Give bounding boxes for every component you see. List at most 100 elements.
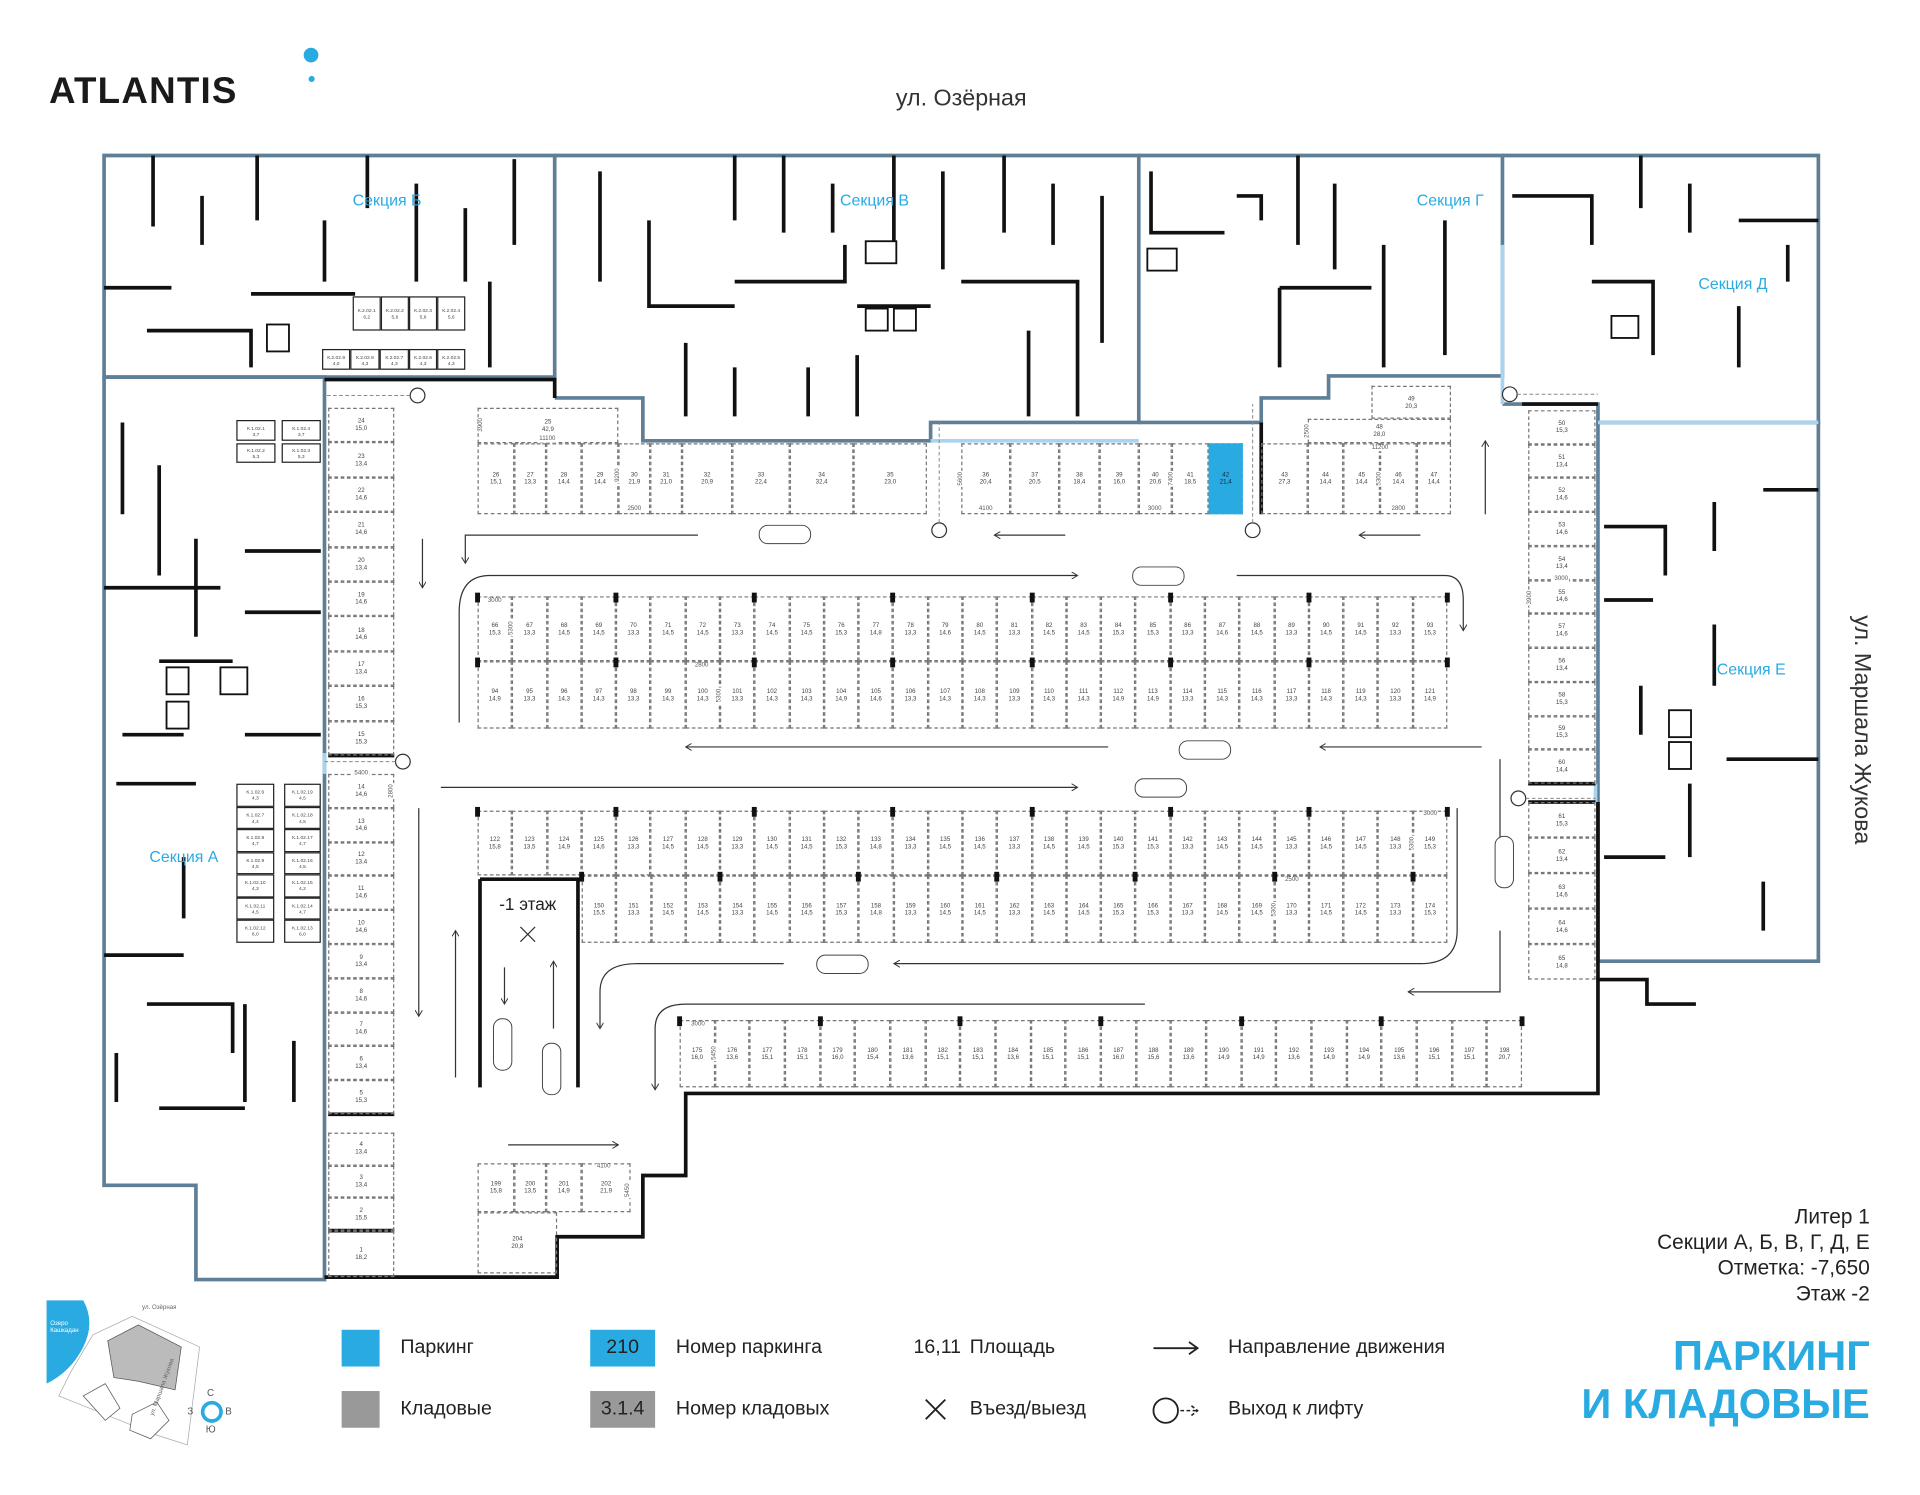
parking-spot[interactable]: 7914,6 xyxy=(927,596,963,662)
parking-spot[interactable]: 5113,4 xyxy=(1528,444,1596,479)
storage-room[interactable]: К.1.02.104,3 xyxy=(236,874,275,897)
parking-spot[interactable]: 4828,0 xyxy=(1307,418,1452,444)
parking-spot[interactable]: 10913,3 xyxy=(997,661,1032,729)
parking-spot[interactable]: 19213,6 xyxy=(1276,1020,1312,1088)
parking-spot[interactable]: 613,4 xyxy=(328,1046,395,1081)
storage-room[interactable]: К.1.02.154,2 xyxy=(284,874,321,897)
parking-spot[interactable]: 4327,3 xyxy=(1261,443,1308,515)
parking-spot[interactable]: 17214,5 xyxy=(1343,875,1379,943)
parking-spot[interactable]: 15814,8 xyxy=(858,875,894,943)
parking-spot[interactable]: 11214,9 xyxy=(1100,661,1136,729)
parking-spot[interactable]: 1713,4 xyxy=(328,651,395,686)
parking-spot[interactable]: 1014,6 xyxy=(328,910,395,945)
parking-spot[interactable]: 10613,3 xyxy=(893,661,928,729)
parking-spot[interactable]: 1314,6 xyxy=(328,807,395,842)
parking-spot[interactable]: 18413,6 xyxy=(995,1020,1031,1088)
storage-room[interactable]: К.1.02.25,3 xyxy=(236,443,276,463)
parking-spot[interactable]: 2214,6 xyxy=(328,477,395,513)
parking-spot[interactable]: 13014,5 xyxy=(754,810,790,876)
parking-spot[interactable]: 11914,3 xyxy=(1343,661,1379,729)
storage-room[interactable]: К.1.02.144,7 xyxy=(284,896,321,920)
storage-room[interactable]: К.1.02.164,5 xyxy=(284,851,321,875)
parking-spot[interactable]: 14614,5 xyxy=(1308,810,1344,876)
parking-spot[interactable]: 11413,3 xyxy=(1170,661,1205,729)
parking-spot[interactable]: 4614,4 xyxy=(1380,443,1417,515)
parking-spot[interactable]: 18315,1 xyxy=(960,1020,996,1088)
parking-spot[interactable]: 8415,3 xyxy=(1100,596,1136,662)
parking-spot[interactable]: 16515,3 xyxy=(1101,875,1136,943)
parking-spot[interactable]: 5514,6 xyxy=(1528,579,1596,614)
parking-spot[interactable]: 313,4 xyxy=(328,1165,395,1198)
storage-room[interactable]: К.2.02.45,6 xyxy=(437,296,466,331)
parking-spot[interactable]: 15015,5 xyxy=(581,875,617,943)
parking-spot[interactable]: 6713,3 xyxy=(512,596,547,662)
parking-spot[interactable]: 1213,4 xyxy=(328,841,395,876)
parking-spot[interactable]: 14213,3 xyxy=(1170,810,1205,876)
parking-spot[interactable]: 14915,3 xyxy=(1412,810,1448,876)
parking-spot[interactable]: 19314,9 xyxy=(1311,1020,1347,1088)
parking-spot[interactable]: 18215,1 xyxy=(925,1020,961,1088)
parking-spot[interactable]: 3620,4 xyxy=(961,443,1011,515)
parking-spot[interactable]: 2814,4 xyxy=(546,443,582,515)
parking-spot[interactable]: 8014,5 xyxy=(962,596,998,662)
storage-room[interactable]: К.1.02.114,5 xyxy=(236,896,275,920)
parking-spot[interactable]: 9014,5 xyxy=(1308,596,1344,662)
parking-spot[interactable]: 11114,3 xyxy=(1066,661,1101,729)
parking-spot[interactable]: 12514,6 xyxy=(581,810,617,876)
parking-spot[interactable]: 5915,3 xyxy=(1528,715,1596,750)
parking-spot[interactable]: 10714,3 xyxy=(927,661,963,729)
parking-spot[interactable]: 19820,7 xyxy=(1486,1020,1523,1088)
parking-spot[interactable]: 2615,1 xyxy=(477,443,515,515)
parking-spot[interactable]: 20420,8 xyxy=(477,1212,558,1274)
parking-spot[interactable]: 20114,9 xyxy=(546,1163,582,1213)
parking-spot[interactable]: 17815,1 xyxy=(784,1020,820,1088)
parking-spot[interactable]: 5214,6 xyxy=(1528,478,1596,513)
parking-spot[interactable]: 8515,3 xyxy=(1135,596,1171,662)
parking-spot[interactable]: 18716,0 xyxy=(1100,1020,1136,1088)
parking-spot[interactable]: 12814,5 xyxy=(685,810,720,876)
storage-room[interactable]: К.2.02.16,2 xyxy=(352,296,381,331)
parking-spot[interactable]: 18615,1 xyxy=(1065,1020,1101,1088)
parking-spot[interactable]: 19615,1 xyxy=(1416,1020,1452,1088)
parking-spot[interactable]: 1114,6 xyxy=(328,875,395,911)
parking-spot[interactable]: 10113,3 xyxy=(720,661,755,729)
parking-spot[interactable]: 12613,3 xyxy=(616,810,651,876)
parking-spot[interactable]: 1914,6 xyxy=(328,581,395,617)
parking-spot[interactable]: 2013,4 xyxy=(328,546,395,582)
parking-spot[interactable]: 3916,0 xyxy=(1099,443,1139,515)
parking-spot[interactable]: 19014,9 xyxy=(1206,1020,1242,1088)
parking-spot[interactable]: 8314,5 xyxy=(1066,596,1101,662)
parking-spot[interactable]: 9513,3 xyxy=(512,661,547,729)
storage-room[interactable]: К.1.02.194,5 xyxy=(284,783,321,807)
parking-spot[interactable]: 3121,0 xyxy=(650,443,683,515)
parking-spot[interactable]: 14513,3 xyxy=(1274,810,1309,876)
parking-spot[interactable]: 14813,3 xyxy=(1378,810,1413,876)
parking-spot[interactable]: 7114,5 xyxy=(650,596,686,662)
parking-spot[interactable]: 7414,5 xyxy=(754,596,790,662)
parking-spot[interactable]: 15113,3 xyxy=(616,875,651,943)
parking-spot[interactable]: 12215,8 xyxy=(477,810,513,876)
parking-spot[interactable]: 15314,5 xyxy=(685,875,721,943)
parking-spot[interactable]: 9213,3 xyxy=(1378,596,1413,662)
parking-spot[interactable]: 15614,5 xyxy=(789,875,825,943)
parking-spot[interactable]: 15413,3 xyxy=(720,875,755,943)
parking-spot[interactable]: 11814,3 xyxy=(1308,661,1344,729)
parking-spot[interactable]: 13114,5 xyxy=(789,810,824,876)
parking-spot[interactable]: 5613,4 xyxy=(1528,647,1596,682)
parking-spot[interactable]: 3720,5 xyxy=(1010,443,1060,515)
storage-room[interactable]: К.1.02.64,3 xyxy=(236,783,275,807)
storage-room[interactable]: К.2.02.25,6 xyxy=(380,296,409,331)
parking-spot[interactable]: 15514,5 xyxy=(754,875,790,943)
parking-spot[interactable]: 17715,1 xyxy=(749,1020,785,1088)
parking-spot[interactable]: 10314,3 xyxy=(789,661,824,729)
parking-spot[interactable]: 16213,3 xyxy=(997,875,1032,943)
parking-spot[interactable]: 13814,5 xyxy=(1031,810,1067,876)
parking-spot[interactable]: 3432,4 xyxy=(789,443,854,515)
parking-spot[interactable]: 2114,6 xyxy=(328,512,395,547)
parking-spot[interactable]: 11713,3 xyxy=(1274,661,1309,729)
parking-spot[interactable]: 5714,6 xyxy=(1528,613,1596,648)
storage-room[interactable]: К.1.02.184,5 xyxy=(284,806,321,829)
parking-spot[interactable]: 16114,5 xyxy=(962,875,998,943)
parking-spot[interactable]: 18015,4 xyxy=(855,1020,891,1088)
storage-room[interactable]: К.2.02.35,6 xyxy=(408,296,438,331)
